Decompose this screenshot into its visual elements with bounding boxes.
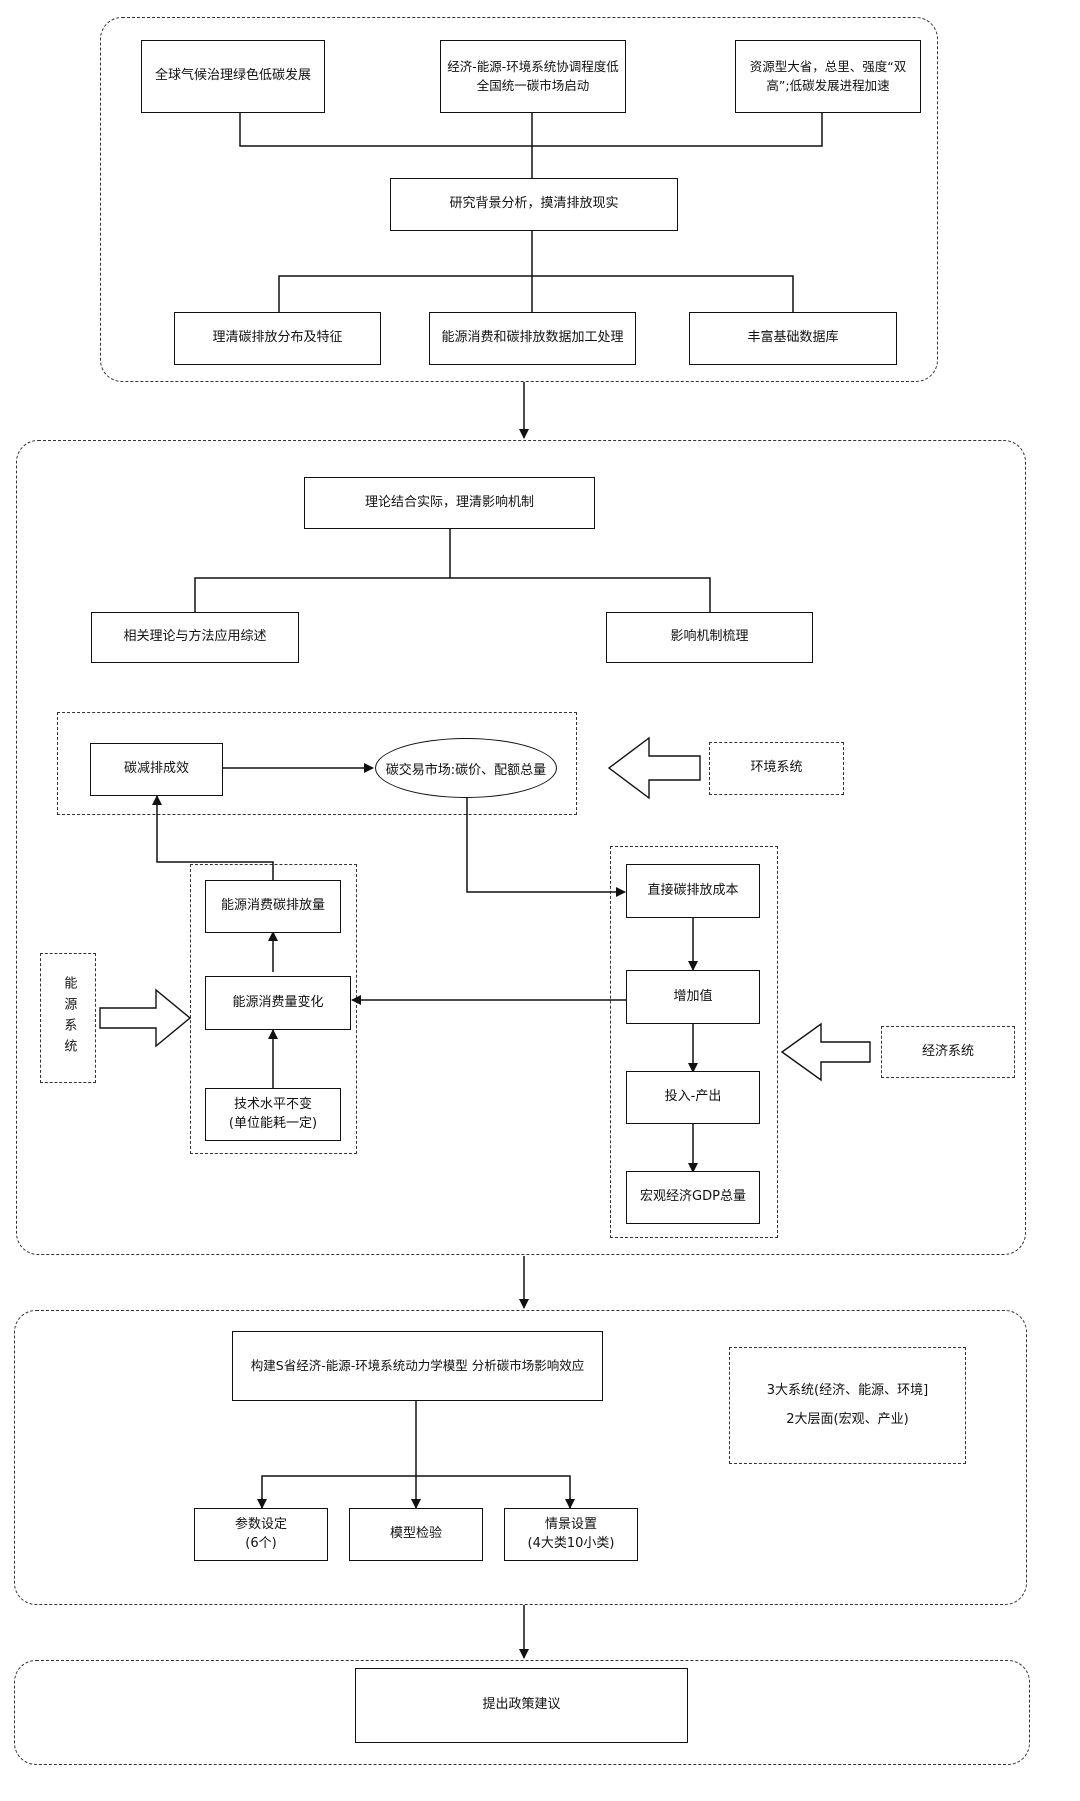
background-analysis-box: 研究背景分析，摸清排放现实 bbox=[390, 178, 678, 231]
resource-province-box: 资源型大省，总里、强度“双高”;低碳发展进程加速 bbox=[735, 40, 921, 113]
database-box: 丰富基础数据库 bbox=[689, 312, 897, 365]
environment-hollow-arrow bbox=[607, 736, 701, 800]
economy-hollow-arrow bbox=[780, 1022, 871, 1082]
system-note-line1: 3大系统(经济、能源、环境] bbox=[766, 1382, 929, 1398]
parameter-setting-box: 参数设定 (6个) bbox=[194, 1508, 328, 1561]
economic-system-label: 经济系统 bbox=[881, 1026, 1015, 1078]
scenario-setting-box: 情景设置 (4大类10小类) bbox=[504, 1508, 638, 1561]
environment-system-label: 环境系统 bbox=[709, 742, 844, 795]
added-value-box: 增加值 bbox=[626, 970, 760, 1024]
energy-hollow-arrow bbox=[99, 988, 192, 1048]
energy-change-box: 能源消费量变化 bbox=[205, 976, 351, 1030]
carbon-market-ellipse: 碳交易市场:碳价、配额总量 bbox=[375, 738, 557, 798]
energy-system-label: 能源系统 bbox=[40, 953, 96, 1083]
system-note-box: 3大系统(经济、能源、环境] 2大层面(宏观、产业) bbox=[729, 1347, 966, 1464]
stage-model-group bbox=[14, 1310, 1027, 1605]
energy-emission-box: 能源消费碳排放量 bbox=[205, 880, 341, 933]
stage1-bottom-connector bbox=[278, 275, 794, 312]
global-climate-box: 全球气候治理绿色低碳发展 bbox=[141, 40, 325, 113]
policy-suggestion-box: 提出政策建议 bbox=[355, 1668, 688, 1743]
market-to-cost-arrow bbox=[466, 796, 626, 897]
system-note-line2: 2大层面(宏观、产业) bbox=[786, 1411, 909, 1427]
stage2-connector bbox=[194, 577, 711, 612]
stage-background-group bbox=[100, 17, 938, 382]
stage-mechanism-group bbox=[16, 440, 1026, 1255]
theory-review-box: 相关理论与方法应用综述 bbox=[91, 612, 299, 663]
model-building-box: 构建S省经济-能源-环境系统动力学模型 分析碳市场影响效应 bbox=[232, 1331, 603, 1401]
emission-distribution-box: 理清碳排放分布及特征 bbox=[174, 312, 381, 365]
input-output-box: 投入-产出 bbox=[626, 1071, 760, 1124]
mechanism-review-box: 影响机制梳理 bbox=[606, 612, 813, 663]
carbon-reduction-box: 碳减排成效 bbox=[90, 743, 223, 796]
stage-policy-group bbox=[14, 1660, 1030, 1765]
model-check-box: 模型检验 bbox=[349, 1508, 483, 1561]
market-subgroup bbox=[57, 712, 577, 815]
gdp-box: 宏观经济GDP总量 bbox=[626, 1171, 760, 1224]
tech-level-box: 技术水平不变 (单位能耗一定) bbox=[205, 1088, 341, 1141]
coordination-box: 经济-能源-环境系统协调程度低 全国统一碳市场启动 bbox=[440, 40, 626, 113]
data-processing-box: 能源消费和碳排放数据加工处理 bbox=[429, 312, 636, 365]
emission-to-reduction-arrow bbox=[152, 795, 274, 880]
theory-practice-box: 理论结合实际，理清影响机制 bbox=[304, 477, 595, 529]
stage1-top-connector bbox=[239, 112, 823, 147]
economy-subgroup bbox=[610, 846, 778, 1238]
direct-cost-box: 直接碳排放成本 bbox=[626, 864, 760, 918]
